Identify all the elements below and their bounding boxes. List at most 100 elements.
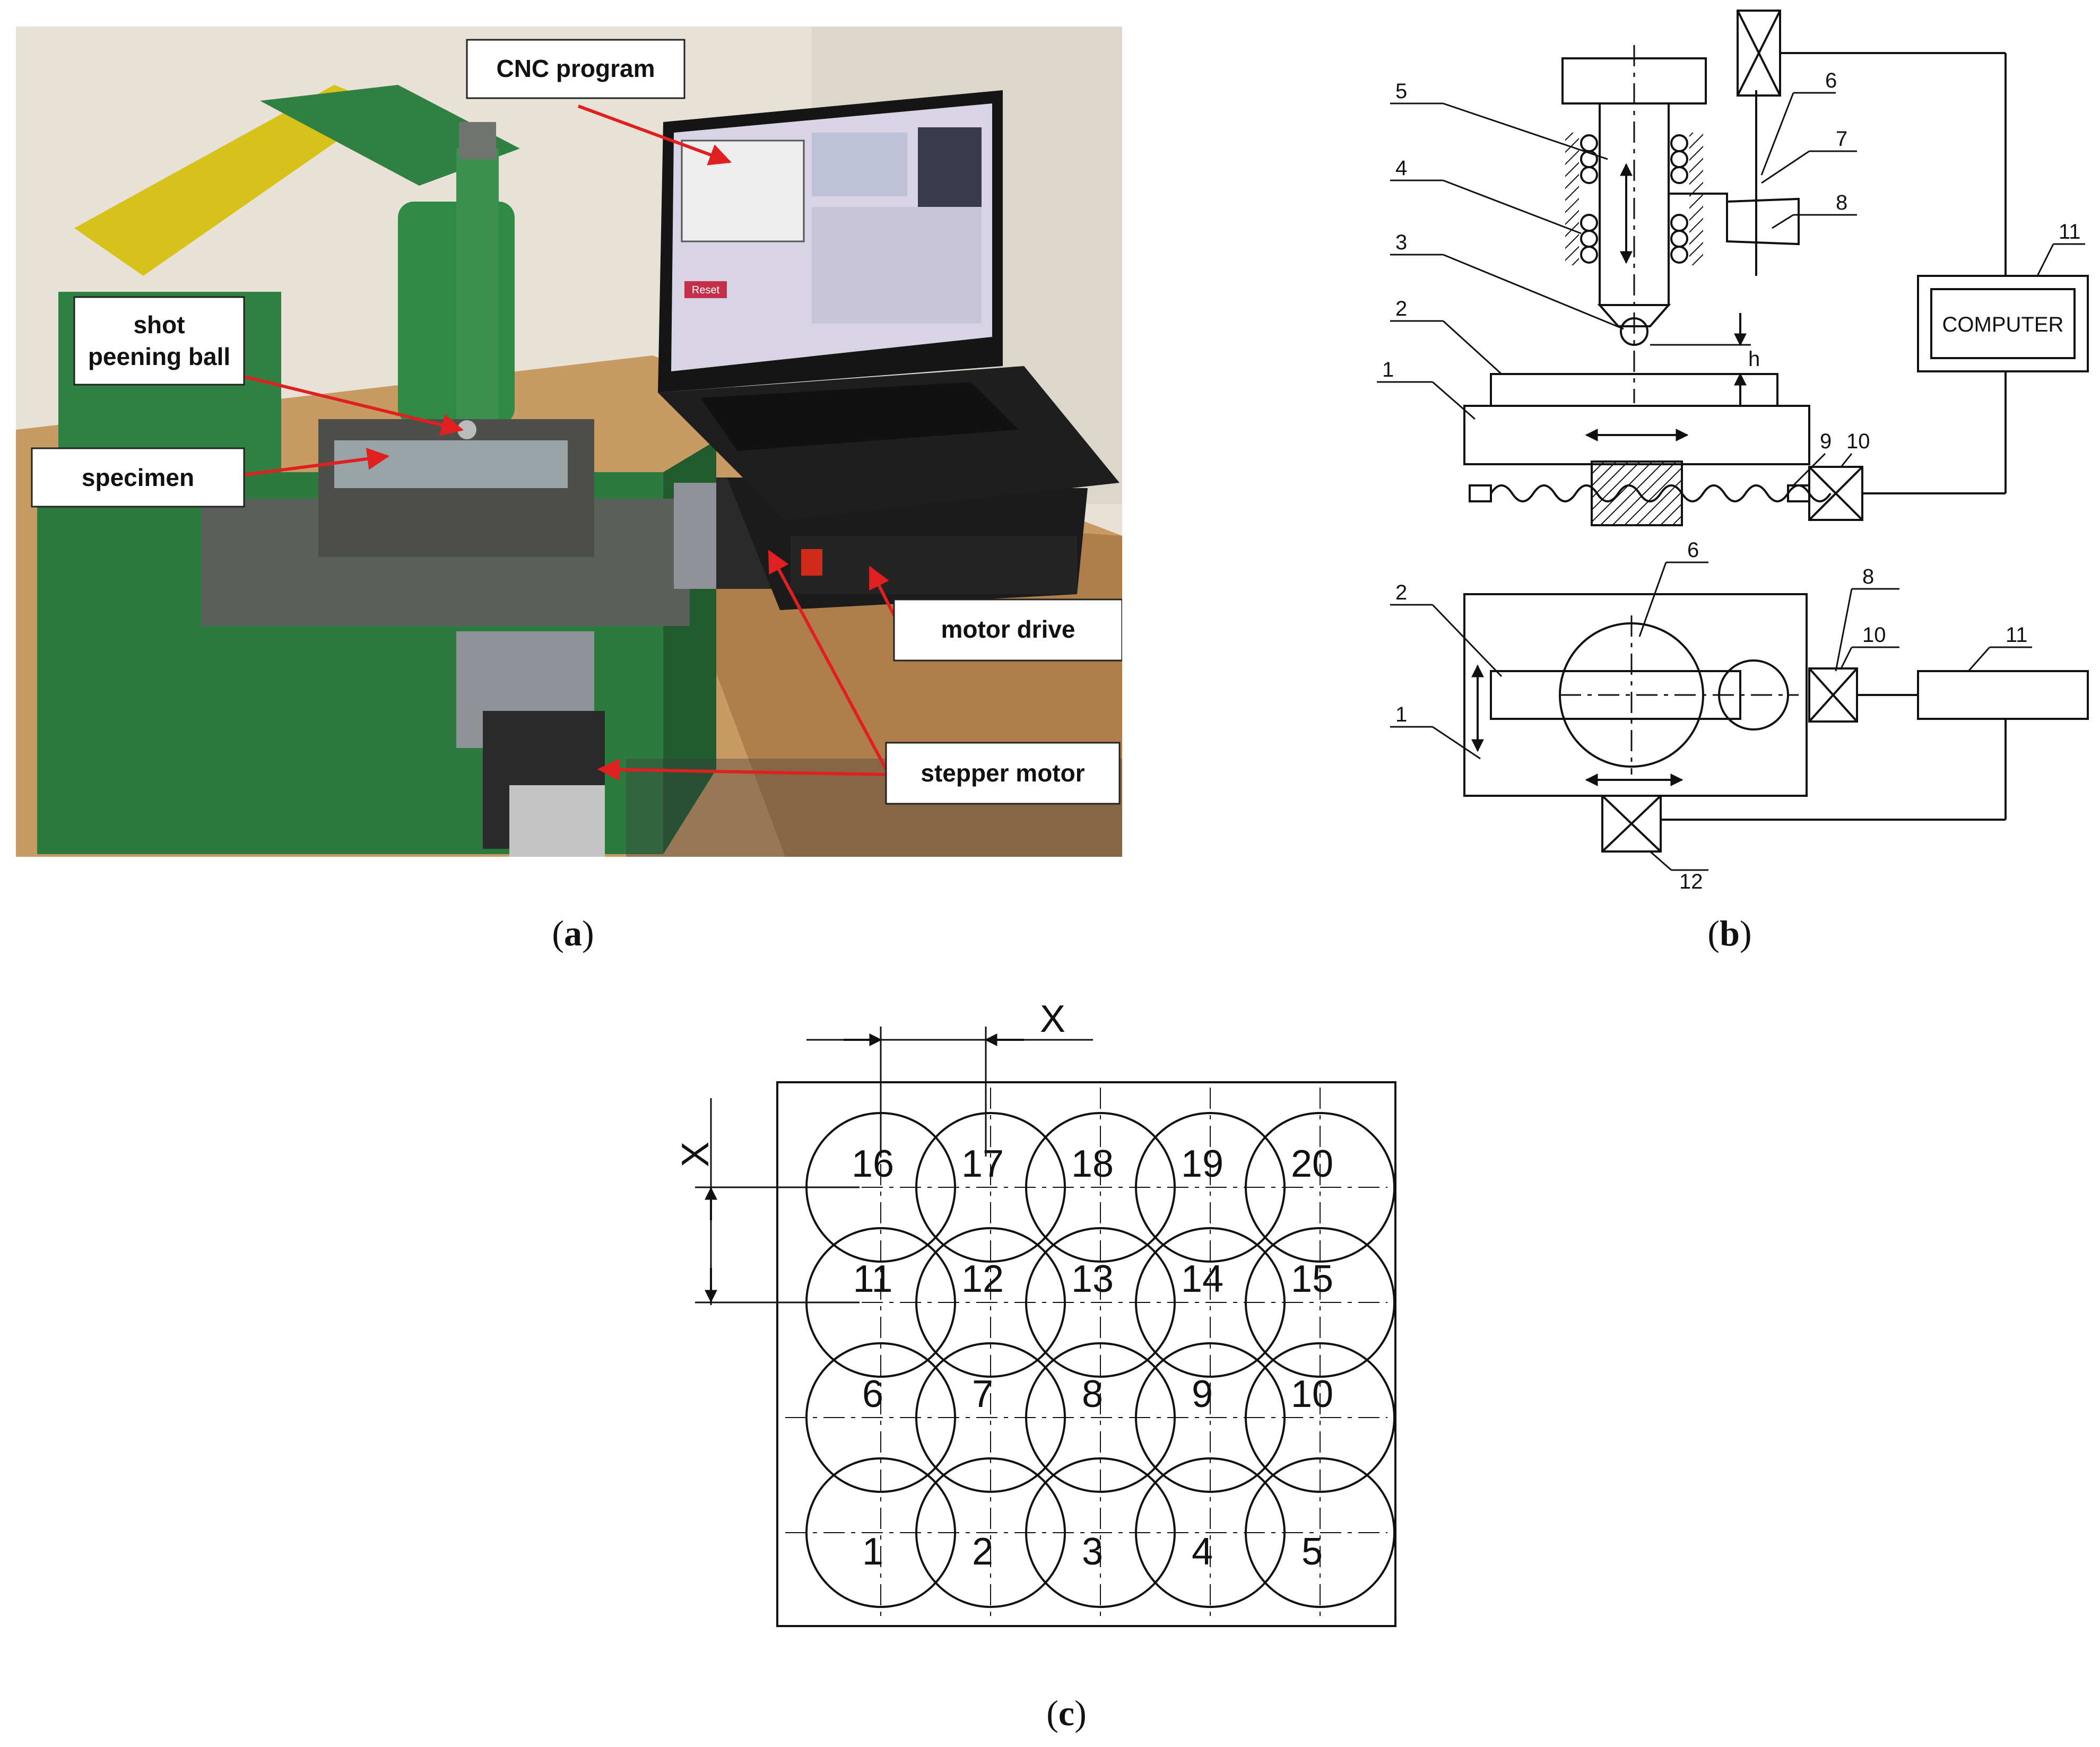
screen-reset-label: Reset	[692, 284, 720, 296]
spring-left	[1565, 133, 1598, 265]
grid-plate-outline	[776, 1081, 1396, 1627]
peening-spot-number: 9	[1192, 1373, 1213, 1415]
peening-spot-number: 17	[961, 1143, 1004, 1185]
plan-motor-12	[1601, 795, 1662, 853]
peening-circle	[915, 1457, 1066, 1608]
peening-spot-number: 15	[1291, 1258, 1333, 1300]
spindle-cap	[459, 122, 496, 159]
dim-x-label-left: X	[679, 1142, 717, 1167]
arrow-stepper-2	[597, 758, 887, 781]
screen-window-d	[812, 207, 982, 324]
peening-circle	[1025, 1227, 1176, 1378]
peening-circle	[915, 1227, 1066, 1378]
peening-spot-number: 11	[853, 1258, 893, 1300]
plan-motor-12-cross-b	[1601, 795, 1662, 853]
spring-right	[1670, 133, 1703, 265]
callout-stepper-text: stepper motor	[921, 759, 1084, 787]
peening-spot-number: 7	[972, 1373, 993, 1415]
arrow-cnc	[577, 105, 732, 166]
pn-8b: 8	[1862, 565, 1874, 588]
h-label: h	[1748, 347, 1760, 371]
spindle-head	[456, 149, 499, 446]
peening-spot-number: 4	[1192, 1531, 1213, 1573]
pn-11: 11	[2059, 220, 2081, 244]
pn-8: 8	[1836, 191, 1847, 214]
pn-3: 3	[1395, 231, 1407, 254]
peening-spot-number: 14	[1181, 1258, 1223, 1300]
pn-5: 5	[1395, 80, 1407, 103]
peening-circle	[1025, 1457, 1176, 1608]
callout-motor-drive: motor drive	[893, 598, 1122, 662]
caption-b: (b)	[1707, 913, 1752, 953]
screen-reset-button[interactable]	[684, 281, 727, 298]
callout-specimen-text: specimen	[82, 464, 194, 491]
pn-9: 9	[1820, 430, 1832, 453]
motor-box-10	[1808, 466, 1863, 521]
stepper-motor-y-face	[509, 785, 605, 857]
motor-box-6-cross-b	[1737, 10, 1781, 96]
computer-label: COMPUTER	[1942, 313, 2064, 336]
leader-lines	[1377, 92, 2085, 871]
peening-circle	[805, 1227, 956, 1378]
laptop-keyboard	[700, 382, 1019, 451]
plan-computer-11	[1917, 670, 2089, 720]
pn-6: 6	[1825, 69, 1837, 92]
peening-circle	[1245, 1227, 1395, 1378]
peening-spot-number: 12	[961, 1258, 1004, 1300]
peening-circle	[1135, 1457, 1286, 1608]
screw-end-left	[1469, 484, 1492, 502]
peening-spot-number: 1	[862, 1531, 883, 1573]
motor-box-10-cross-b	[1808, 466, 1863, 521]
part-number-labels: 5 4 3 2 1 6 7 8 11 9 10 6 8 10 11 2 1 12	[1382, 69, 2081, 893]
pn-1b: 1	[1395, 703, 1407, 726]
callout-cnc-program: CNC program	[466, 39, 685, 99]
peening-spot-number: 8	[1082, 1373, 1103, 1415]
peening-spot-number: 10	[1291, 1373, 1333, 1415]
computer-box-inner	[1930, 288, 2076, 359]
caption-a-letter: a	[564, 913, 582, 953]
screw-end-right	[1787, 484, 1810, 502]
computer-box-outer	[1917, 275, 2089, 372]
pn-10: 10	[1846, 430, 1870, 453]
peening-spot-number: 16	[852, 1143, 894, 1185]
arrow-ball	[244, 375, 464, 436]
peening-spot-number: 5	[1301, 1531, 1323, 1573]
peening-circle	[805, 1342, 956, 1493]
screen-window-a	[681, 140, 805, 242]
peening-circle	[1245, 1342, 1395, 1493]
peening-spot-number: 2	[972, 1531, 993, 1573]
schematic-panel: COMPUTER h	[1377, 10, 2089, 893]
dim-x-label-top: X	[1040, 998, 1065, 1040]
pn-7: 7	[1836, 127, 1847, 151]
peening-circle	[1245, 1457, 1395, 1608]
caption-c: (c)	[1046, 1693, 1087, 1733]
pn-2b: 2	[1395, 581, 1407, 604]
green-column-arm	[260, 85, 520, 186]
peening-circle	[1135, 1227, 1286, 1378]
nut-hatched	[1591, 460, 1683, 526]
peening-spot-number: 6	[862, 1373, 883, 1415]
caption-a: (a)	[552, 913, 594, 953]
callout-cnc-text: CNC program	[496, 55, 655, 82]
pn-2: 2	[1395, 297, 1407, 320]
callout-stepper-motor: stepper motor	[885, 742, 1121, 805]
peening-spot-number: 3	[1082, 1531, 1103, 1573]
yellow-arm	[74, 85, 387, 276]
pn-10b: 10	[1862, 623, 1886, 647]
arrow-specimen	[244, 448, 390, 476]
caption-b-letter: b	[1720, 913, 1740, 953]
photo-panel: Reset CNC program shot peening ball spec…	[16, 27, 1122, 857]
caption-c-letter: c	[1058, 1693, 1075, 1733]
motor-drive-switch	[801, 549, 822, 576]
callout-ball-text-2: peening ball	[88, 343, 230, 370]
specimen-plate	[334, 440, 568, 488]
screen-window-b	[812, 133, 907, 196]
cam-wedge	[1726, 197, 1800, 246]
arrow-drive	[869, 566, 896, 616]
motor-drive-panel	[791, 536, 1077, 594]
plan-motor-10-cross-b	[1808, 667, 1858, 723]
peening-circle	[805, 1457, 956, 1608]
callout-specimen: specimen	[31, 447, 245, 508]
